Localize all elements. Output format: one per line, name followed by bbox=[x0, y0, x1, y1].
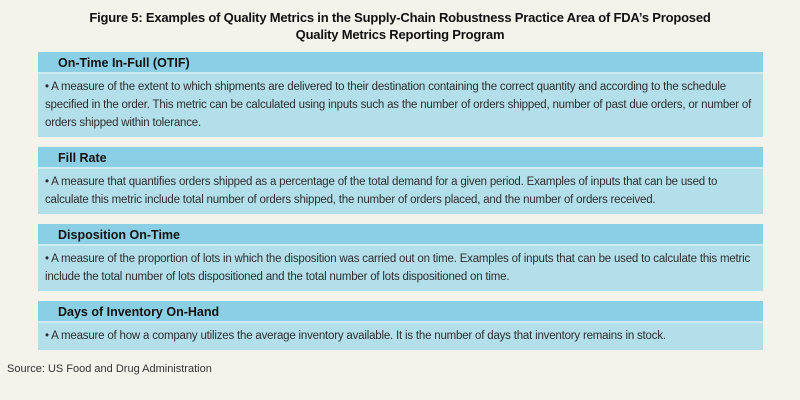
source-note: Source: US Food and Drug Administration bbox=[7, 363, 212, 375]
figure-title-line-2: Quality Metrics Reporting Program bbox=[295, 27, 505, 42]
metric-section-days-of-inventory: Days of Inventory On-Hand • A measure of… bbox=[38, 301, 763, 350]
metric-title: On-Time In-Full (OTIF) bbox=[38, 52, 763, 74]
metric-description: • A measure of the proportion of lots in… bbox=[38, 246, 763, 291]
figure-title: Figure 5: Examples of Quality Metrics in… bbox=[0, 0, 800, 43]
metric-description: • A measure of the extent to which shipm… bbox=[38, 74, 763, 137]
metric-section-otif: On-Time In-Full (OTIF) • A measure of th… bbox=[38, 52, 763, 137]
metric-title: Fill Rate bbox=[38, 147, 763, 169]
metric-sections: On-Time In-Full (OTIF) • A measure of th… bbox=[38, 52, 763, 350]
metric-description: • A measure that quantifies orders shipp… bbox=[38, 169, 763, 214]
metric-title: Disposition On-Time bbox=[38, 224, 763, 246]
figure-title-line-1: Figure 5: Examples of Quality Metrics in… bbox=[89, 10, 711, 25]
metric-title: Days of Inventory On-Hand bbox=[38, 301, 763, 323]
metric-section-disposition-on-time: Disposition On-Time • A measure of the p… bbox=[38, 224, 763, 291]
metric-section-fill-rate: Fill Rate • A measure that quantifies or… bbox=[38, 147, 763, 214]
metric-description: • A measure of how a company utilizes th… bbox=[38, 323, 763, 350]
